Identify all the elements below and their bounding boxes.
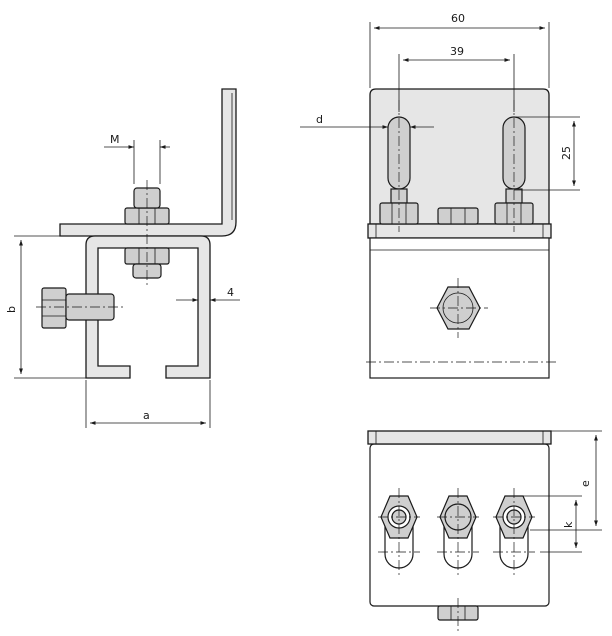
dim-label-k: k: [562, 521, 575, 528]
slot-bolt-right: [494, 100, 534, 232]
dim-label-e: e: [579, 480, 592, 487]
dim-label-39: 39: [450, 45, 464, 58]
dim-label-4: 4: [227, 286, 234, 299]
front-plate: [367, 223, 552, 239]
top-bolt-right: [493, 488, 535, 576]
front-view: 60 39 d 25: [300, 12, 580, 379]
dim-label-a: a: [143, 409, 150, 422]
dim-label-m: M: [110, 133, 120, 146]
dim-label-b: b: [5, 306, 18, 313]
dim-label-25: 25: [560, 146, 573, 160]
c-channel: [85, 235, 211, 379]
dim-label-d: d: [316, 113, 323, 126]
top-bolt-middle: [437, 488, 479, 576]
side-view: M 4 b a: [5, 88, 240, 428]
top-bolt-left: [378, 488, 420, 576]
l-bracket: [59, 88, 237, 237]
side-bolt-head: [41, 287, 67, 329]
top-view-flange: [367, 430, 552, 445]
top-view: e k: [367, 430, 602, 632]
slot-bolt-left: [379, 100, 419, 232]
front-middle-nut: [437, 207, 479, 225]
dim-label-60: 60: [451, 12, 465, 25]
